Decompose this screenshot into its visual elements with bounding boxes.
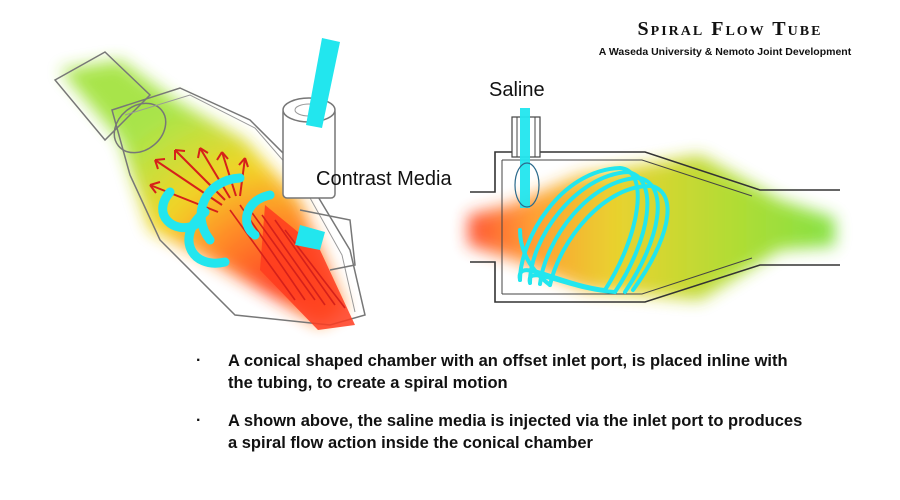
- left-spiral-bands: [158, 173, 275, 268]
- bullet-marker: ·: [196, 412, 202, 429]
- left-outlet-ring: [113, 102, 167, 154]
- description-line: A shown above, the saline media is injec…: [228, 412, 803, 430]
- left-outlet-tube: [53, 51, 152, 142]
- left-spiral-jet: [295, 225, 325, 250]
- right-flow-glow: [468, 155, 835, 300]
- spiral-flow-illustration: [53, 38, 840, 330]
- right-spiral-coils: [517, 165, 670, 294]
- left-flow-streams: [229, 204, 346, 309]
- left-device: [53, 38, 366, 330]
- contrast-media-label: Contrast Media: [316, 168, 452, 190]
- description-line: the tubing, to create a spiral motion: [228, 374, 508, 392]
- description-line: A conical shaped chamber with an offset …: [228, 352, 788, 370]
- bullet-marker: ·: [196, 352, 202, 369]
- diagram-title: Spiral Flow Tube: [637, 18, 823, 40]
- saline-nozzle: [514, 162, 540, 208]
- left-feed-tube: [306, 38, 340, 128]
- diagram-subtitle: A Waseda University & Nemoto Joint Devel…: [598, 46, 852, 58]
- right-cross-section: [468, 108, 840, 303]
- description-list: · A conical shaped chamber with an offse…: [196, 350, 856, 470]
- description-item: · A conical shaped chamber with an offse…: [196, 350, 856, 394]
- left-cone-body: [111, 87, 366, 326]
- right-housing-upper: [470, 151, 840, 193]
- description-item: · A shown above, the saline media is inj…: [196, 410, 856, 454]
- right-housing-lower: [470, 261, 840, 303]
- saline-feed: [520, 108, 530, 208]
- left-mount-plate: [299, 209, 356, 271]
- description-line: a spiral flow action inside the conical …: [228, 434, 593, 452]
- saline-label: Saline: [489, 79, 545, 101]
